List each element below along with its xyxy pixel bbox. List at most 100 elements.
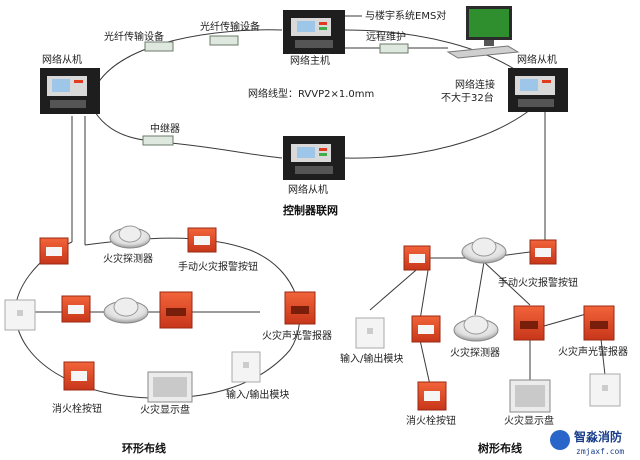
tree-detector-mid-dome xyxy=(463,315,489,335)
ring-smoke-detector-2 xyxy=(103,297,149,324)
watermark-logo-icon xyxy=(550,430,570,450)
tree-smoke-detector-top xyxy=(461,237,507,264)
remote-pc xyxy=(446,6,520,59)
watermark: 智淼消防 zmjaxf.com xyxy=(550,429,624,456)
tree-hydrant-label: 消火栓按钮 xyxy=(406,414,456,427)
ring-display-grid xyxy=(153,377,187,397)
ring-manual-call-point-3 xyxy=(61,295,91,323)
host-led-2 xyxy=(319,27,327,30)
tree-detector-label: 火灾探测器 xyxy=(450,346,500,359)
ring-manual-button-label: 手动火灾报警按钮 xyxy=(178,260,258,273)
max-connections-line2: 不大于32台 xyxy=(441,91,494,104)
fiber-device-1-label: 光纤传输设备 xyxy=(104,30,164,43)
ring-mcp-1-window xyxy=(46,247,62,256)
tree-sounder-left xyxy=(513,305,545,341)
tree-io-right-led xyxy=(602,385,608,391)
tree-sounder-right-grille xyxy=(590,321,608,329)
slave-center-keys xyxy=(295,166,333,174)
fiber-device-1-body xyxy=(144,41,174,52)
tree-mcp-top-window xyxy=(409,254,425,263)
ring-sounder-strobe xyxy=(284,291,316,325)
repeater-label: 中继器 xyxy=(150,122,180,135)
ring-mcp-2-window xyxy=(194,236,210,245)
tree-hydrant-window xyxy=(424,391,440,401)
pc-keyboard xyxy=(446,45,520,59)
tree-sounder-right xyxy=(583,305,615,341)
tree-io-led xyxy=(367,328,373,334)
ring-title: 环形布线 xyxy=(122,441,166,455)
ring-sounder-middle xyxy=(159,291,193,329)
slave-center-screen xyxy=(297,147,315,158)
ring-sounder-grille xyxy=(291,306,309,314)
network-host xyxy=(283,10,345,54)
ring-detector-1-dome xyxy=(118,225,142,243)
tree-io-module xyxy=(355,317,385,349)
tree-display-grid xyxy=(515,385,545,407)
tree-detector-top-dome xyxy=(471,237,497,257)
tree-mcp-mid-window xyxy=(418,325,434,334)
tree-branch-5 xyxy=(419,339,431,386)
ring-sounder-label: 火灾声光警报器 xyxy=(262,329,332,342)
tree-manual-call-point-top xyxy=(403,245,431,271)
slave-right-keys xyxy=(518,99,554,107)
remote-label: 远程维护 xyxy=(366,30,406,43)
slave-left-screen xyxy=(52,79,70,92)
fiber-device-2-body xyxy=(209,35,239,46)
watermark-name: 智淼消防 xyxy=(573,429,622,444)
ring-sounder-middle-grille xyxy=(166,308,186,316)
ring-hydrant-label: 消火栓按钮 xyxy=(52,402,102,415)
tree-branch-2 xyxy=(474,261,485,316)
ring-io-module-right xyxy=(231,351,261,383)
tree-manual-button-label: 手动火灾报警按钮 xyxy=(498,276,578,289)
tree-branch-3 xyxy=(483,261,531,306)
remote-device xyxy=(379,43,409,54)
tree-display-label: 火灾显示盘 xyxy=(504,414,554,427)
ring-mcp-3-window xyxy=(68,305,84,314)
max-connections-line1: 网络连接 xyxy=(455,78,495,91)
tree-manual-call-point-right xyxy=(529,239,557,265)
slave-right-label: 网络从机 xyxy=(517,53,557,66)
slave-center-label: 网络从机 xyxy=(288,183,328,196)
bms-label: 与楼宇系统EMS对 xyxy=(365,9,446,22)
ring-smoke-detector-1 xyxy=(109,225,151,249)
ring-hydrant-button xyxy=(63,361,95,391)
repeater-link xyxy=(94,111,283,159)
ring-manual-call-point-2 xyxy=(187,227,217,253)
fiber-link-top xyxy=(94,29,283,89)
fiber-device-1 xyxy=(144,41,174,52)
ring-hydrant-window xyxy=(71,371,87,381)
host-screen xyxy=(297,21,315,32)
tree-manual-call-point-middle xyxy=(411,315,441,343)
pc-stand xyxy=(484,40,494,46)
slave-left-led xyxy=(74,80,83,83)
ring-display-label: 火灾显示盘 xyxy=(140,403,190,416)
ring-io-left-led xyxy=(17,310,23,316)
tree-io-label: 输入/输出模块 xyxy=(340,352,403,365)
ring-detector-2-dome xyxy=(113,297,139,317)
fiber-device-2 xyxy=(209,35,239,46)
tree-fire-display-panel xyxy=(509,379,551,413)
slave-right-screen xyxy=(520,79,538,91)
tree-sounder-left-grille xyxy=(520,321,538,329)
host-label: 网络主机 xyxy=(290,54,330,67)
center-to-right-link xyxy=(344,109,531,159)
ring-fire-display-panel xyxy=(147,371,193,403)
cable-type-label: 网络线型：RVVP2×1.0mm xyxy=(248,87,374,100)
slave-center-led-1 xyxy=(319,148,327,151)
fiber-device-2-label: 光纤传输设备 xyxy=(200,20,260,33)
ring-detector-label: 火灾探测器 xyxy=(103,252,153,265)
ring-manual-call-point-1 xyxy=(39,237,69,265)
remote-device-body xyxy=(379,43,409,54)
slave-center-led-2 xyxy=(319,153,327,156)
ring-io-module-left xyxy=(4,299,36,331)
slave-left-keys xyxy=(50,100,86,108)
tree-trunk xyxy=(369,249,546,311)
tree-smoke-detector-middle xyxy=(453,315,499,342)
tree-sounder-label: 火灾声光警报器 xyxy=(558,345,628,358)
host-buttons xyxy=(295,40,333,48)
network-title: 控制器联网 xyxy=(283,203,338,217)
slave-left-label: 网络从机 xyxy=(42,53,82,66)
ring-io-right-led xyxy=(243,362,249,368)
tree-title: 树形布线 xyxy=(478,441,522,455)
